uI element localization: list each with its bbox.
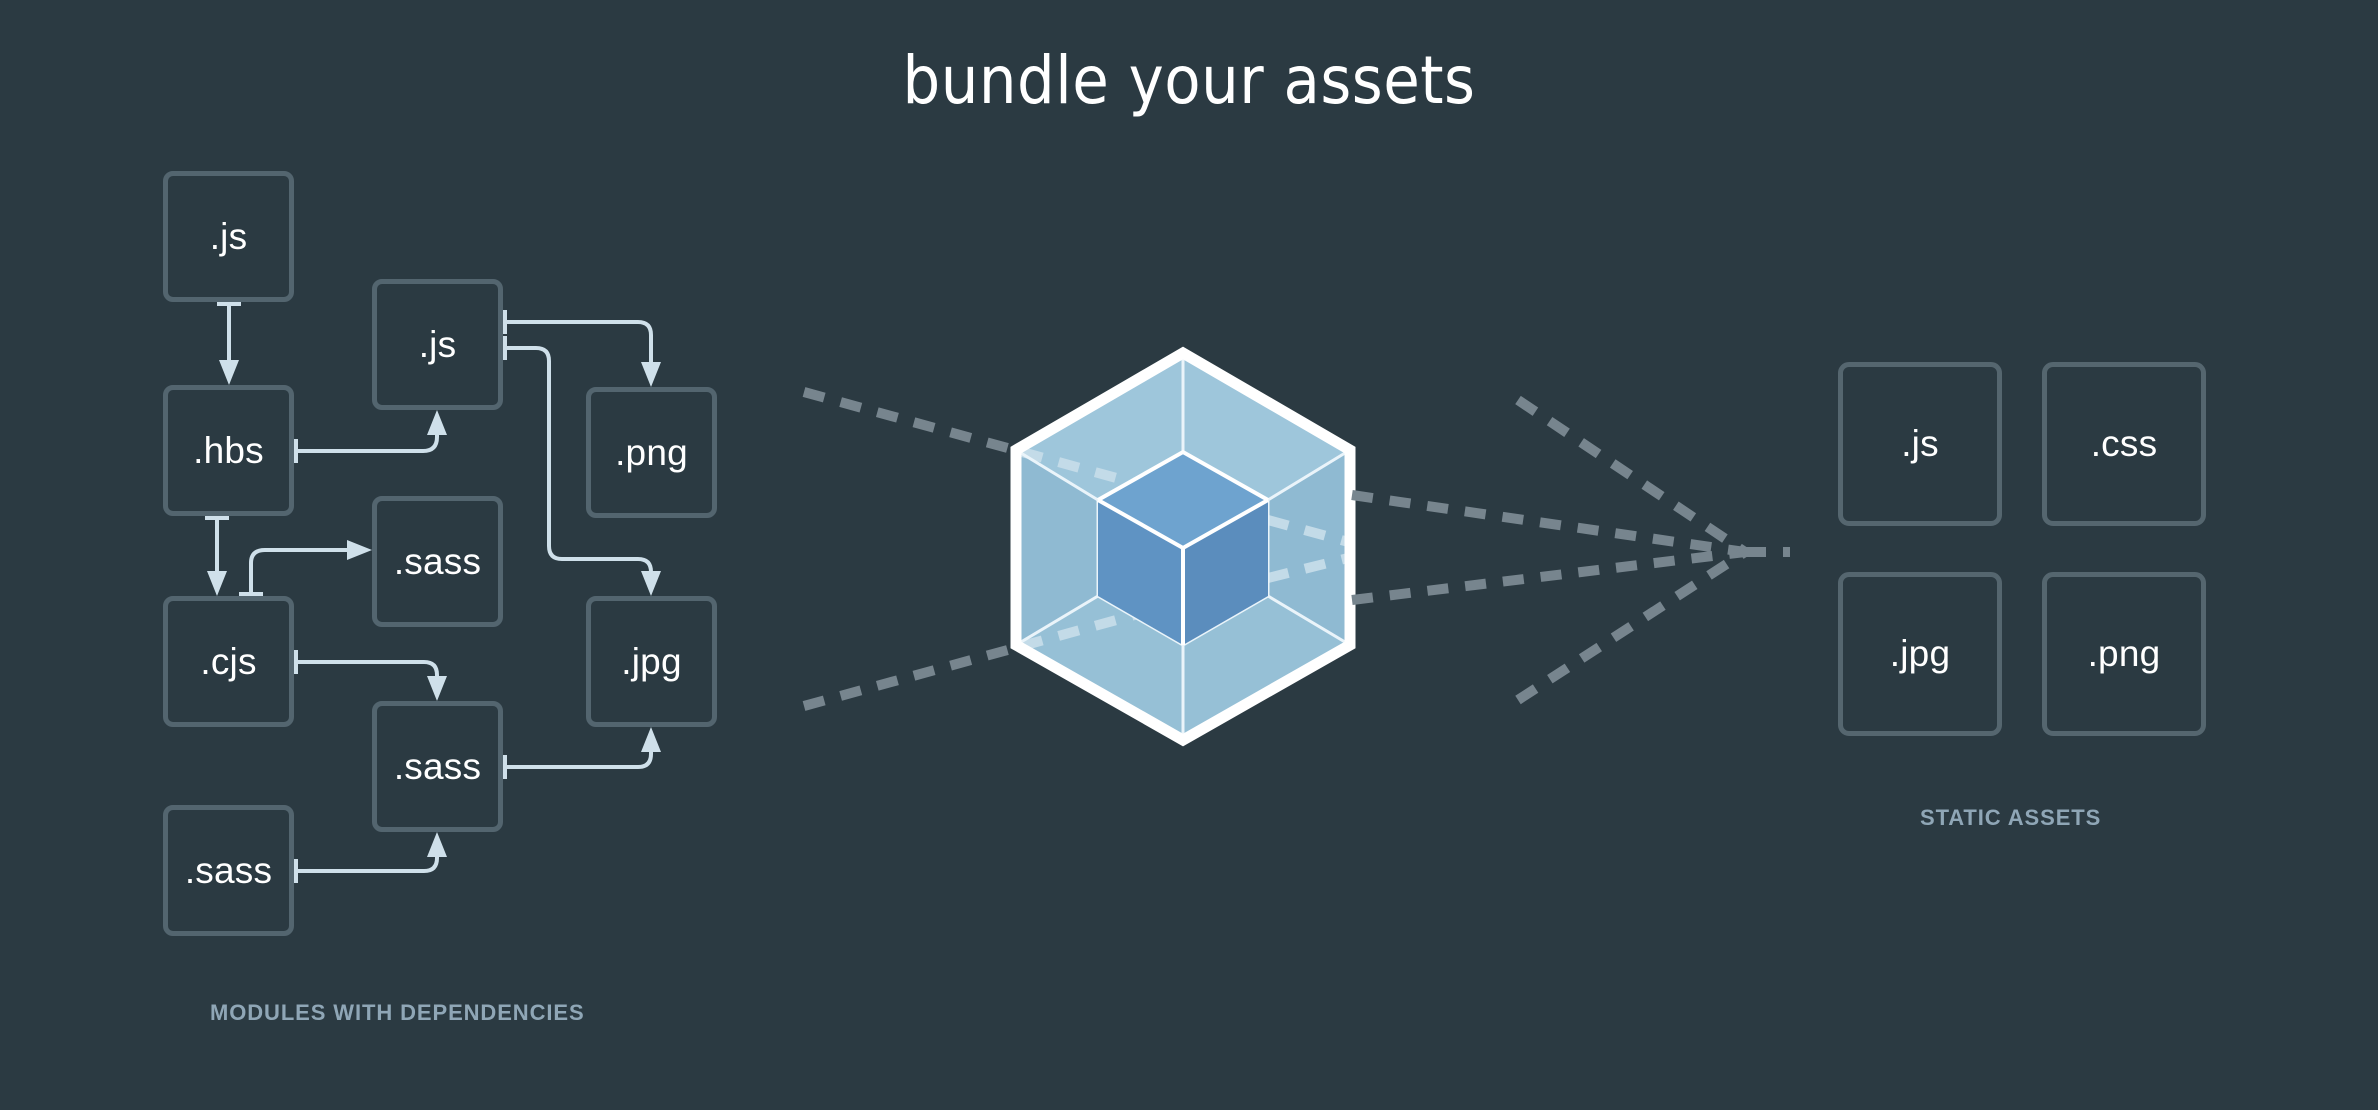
edge-sass-to-sass [294,832,447,883]
asset-label: .jpg [1889,633,1951,674]
dashed-line-in-top [802,387,1024,457]
cube-shell-face-top [1016,353,1350,500]
module-node-js-1[interactable]: .js [163,171,294,302]
module-label: .png [615,431,688,473]
edge-js-to-hbs [217,302,241,385]
module-node-sass-3[interactable]: .sass [163,805,294,936]
cube-shell-face-right [1268,450,1350,645]
cube-shell-face-top-right [1183,353,1350,500]
asset-node-js[interactable]: .js [1838,362,2002,526]
module-label: .sass [184,849,273,891]
cube-core [1097,449,1269,645]
module-label: .js [209,215,248,257]
module-label: .cjs [200,640,257,682]
edge-js-to-png [503,310,661,387]
asset-label: .css [2090,423,2158,464]
module-node-png[interactable]: .png [586,387,717,518]
module-node-sass-1[interactable]: .sass [372,496,503,627]
cube-core-face-right [1183,500,1268,645]
cube-shell-creases [1015,353,1351,740]
assets-caption: STATIC ASSETS [1920,805,2102,830]
module-node-jpg[interactable]: .jpg [586,596,717,727]
module-node-js-2[interactable]: .js [372,279,503,410]
edge-hbs-to-cjs [205,516,229,596]
module-label: .hbs [193,429,264,471]
module-node-hbs[interactable]: .hbs [163,385,294,516]
asset-node-jpg[interactable]: .jpg [1838,572,2002,736]
dashed-line-out-diag-bottom [1515,547,1748,705]
cube-shell-face-bottom [1016,596,1350,740]
dashed-line-in-bottom [802,641,1024,711]
module-label: .sass [393,540,482,582]
asset-label: .js [1901,423,1939,464]
cube-outer-outline [1010,346,1356,747]
module-label: .js [418,323,457,365]
module-node-cjs[interactable]: .cjs [163,596,294,727]
edge-sass-to-jpg [503,727,661,779]
dashed-line-out-diag-top [1515,395,1748,557]
page-title: bundle your assets [902,42,1476,119]
asset-node-png[interactable]: .png [2042,572,2206,736]
dashed-line-out-upper [1351,490,1746,557]
module-node-sass-2[interactable]: .sass [372,701,503,832]
modules-caption: MODULES WITH DEPENDENCIES [210,1000,585,1025]
cube-core-face-top [1098,452,1268,548]
edge-cjs-to-sass-low [294,650,447,701]
edge-hbs-to-js [294,410,447,463]
cube-core-face-left [1098,500,1183,645]
asset-node-css[interactable]: .css [2042,362,2206,526]
dashed-line-out-lower [1351,547,1746,605]
cube-shell-face-left [1016,450,1098,645]
module-label: .sass [393,745,482,787]
cube-shell-face-top-left [1016,353,1183,500]
module-label: .jpg [621,640,682,682]
edge-cjs-to-sass-mid [239,540,372,596]
asset-label: .png [2087,633,2161,674]
